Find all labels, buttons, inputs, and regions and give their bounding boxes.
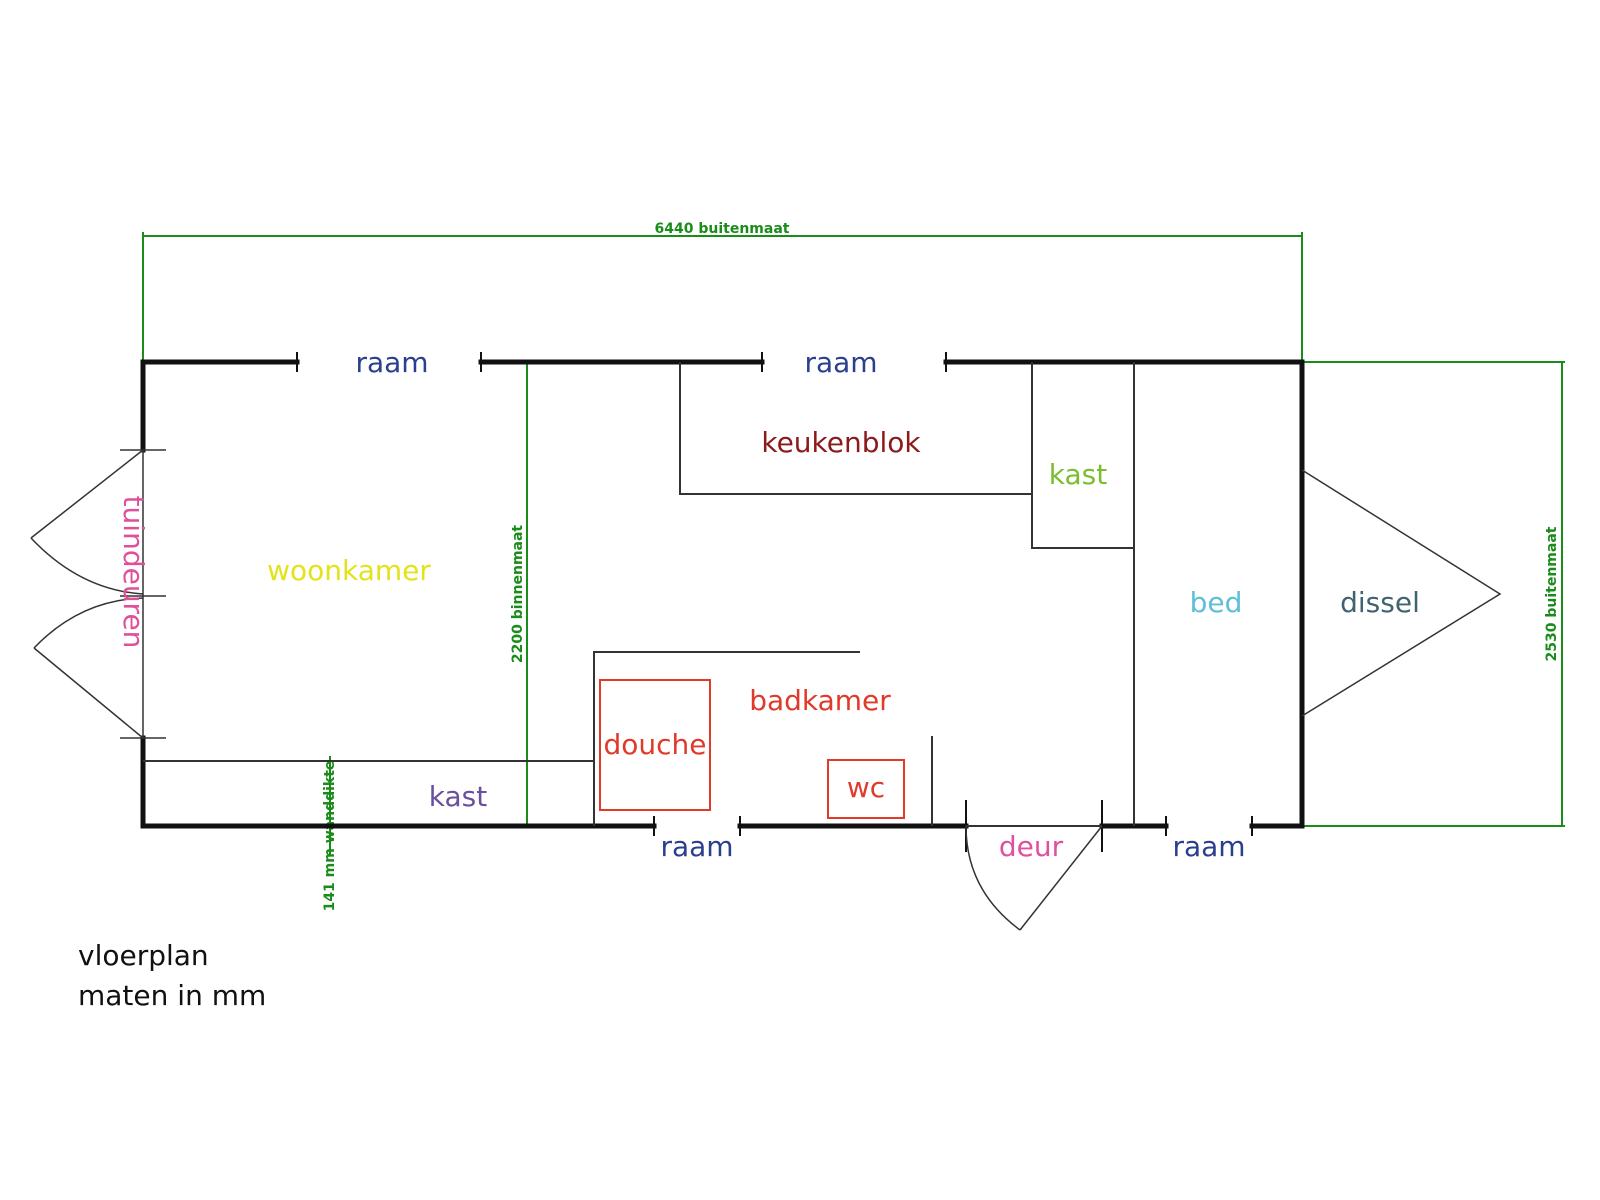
- inner-width-dimension: 2200 binnenmaat: [510, 525, 526, 664]
- window-label-top-left: raam: [355, 346, 428, 379]
- kitchen-cupboard-label: kast: [1049, 458, 1107, 491]
- drawbar-label: dissel: [1340, 586, 1420, 619]
- window-label-bottom-right: raam: [1172, 830, 1245, 863]
- outer-walls: [140, 359, 1305, 829]
- outer-width-dimension: 2530 buitenmaat: [1544, 526, 1560, 661]
- shower: [599, 679, 711, 811]
- entrance-door-label: deur: [999, 830, 1064, 863]
- toilet-label: wc: [847, 771, 885, 804]
- bed-label: bed: [1190, 586, 1243, 619]
- window-label-top-right: raam: [804, 346, 877, 379]
- caption-title: vloerplan: [78, 939, 209, 972]
- bathroom-label: badkamer: [749, 684, 891, 717]
- living-room-label: woonkamer: [267, 554, 431, 587]
- wall-thickness-dimension: 141 mm wanddikte: [322, 761, 338, 912]
- garden-doors: [30, 449, 166, 739]
- garden-doors-label: tuindeuren: [117, 496, 150, 649]
- living-cupboard-label: kast: [429, 780, 487, 813]
- toilet: [827, 759, 905, 819]
- drawbar: [1301, 469, 1502, 717]
- shower-label: douche: [603, 728, 706, 761]
- entrance-door: [965, 825, 1103, 931]
- interior-walls: [143, 362, 1135, 827]
- caption: vloerplan maten in mm: [78, 936, 266, 1016]
- window-label-bottom-left: raam: [660, 830, 733, 863]
- caption-units: maten in mm: [78, 979, 267, 1012]
- kitchen-unit-label: keukenblok: [761, 426, 921, 459]
- outer-length-dimension: 6440 buitenmaat: [655, 221, 790, 237]
- dimension-lines: [142, 232, 1565, 856]
